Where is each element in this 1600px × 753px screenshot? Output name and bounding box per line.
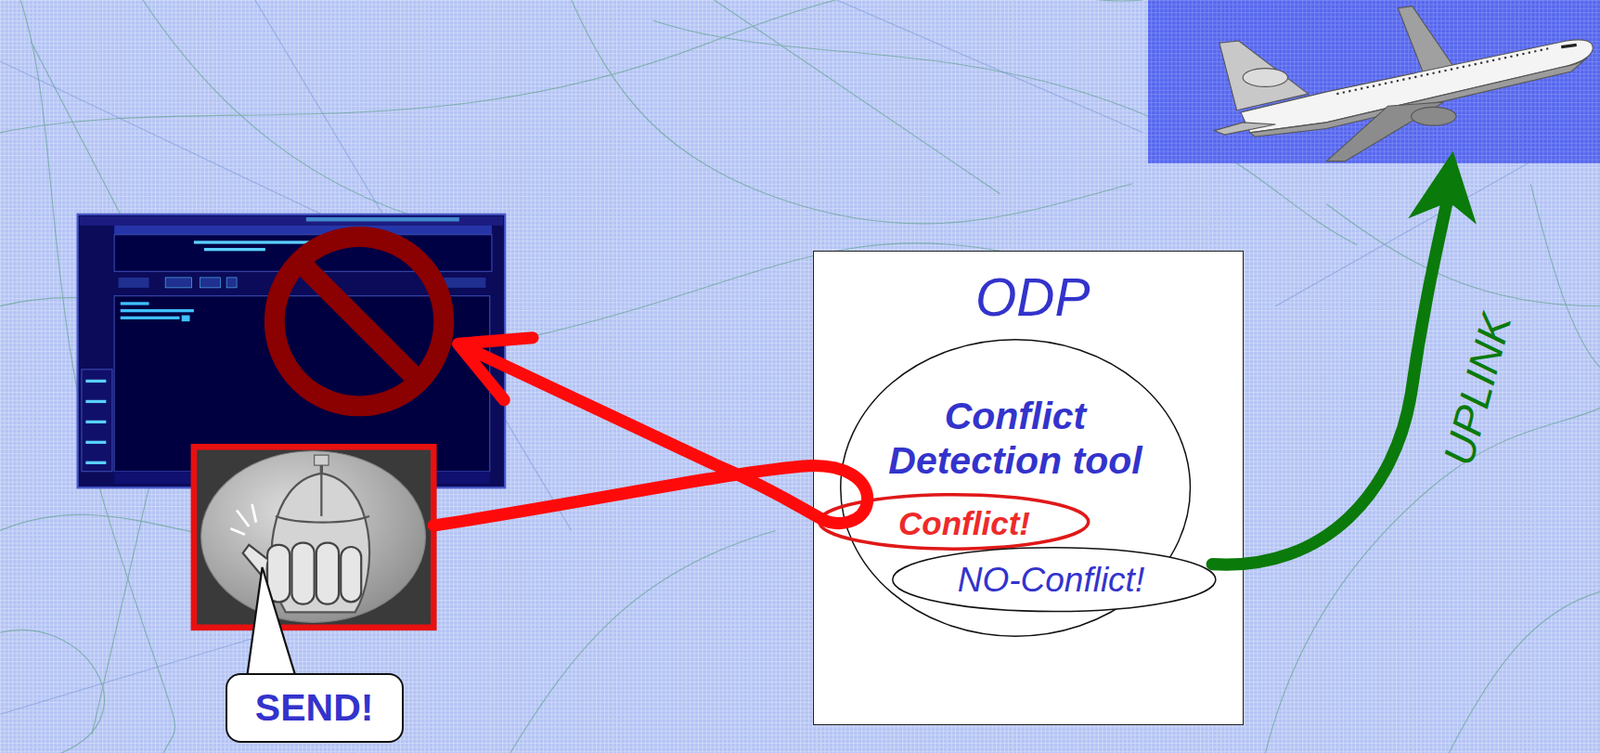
map-lines — [1264, 408, 1600, 753]
mouse-click-icon — [316, 542, 339, 605]
datalink-screen — [114, 225, 492, 235]
uplink-label: UPLINK — [1433, 309, 1522, 471]
datalink-screen — [81, 369, 113, 472]
airplane-illustration — [1561, 44, 1576, 47]
airplane-illustration — [1240, 39, 1593, 133]
uplink-arrow — [1212, 202, 1447, 566]
airplane-panel — [1148, 0, 1600, 164]
no-conflict-label: NO-Conflict! — [957, 560, 1145, 601]
map-lines — [0, 0, 1600, 714]
map-lines — [837, 0, 1144, 133]
odp-box: ODP Conflict Detection toolConflict! NO-Co… — [812, 250, 1244, 725]
map-lines — [510, 529, 776, 753]
map-lines — [142, 0, 491, 235]
airplane-illustration — [1242, 68, 1288, 88]
map-lines — [1448, 591, 1600, 753]
airplane-illustration — [1336, 48, 1551, 94]
callout-tail — [246, 567, 297, 678]
send-callout: SEND! — [225, 672, 404, 743]
no-conflict-ellipse: NO-Conflict! — [891, 546, 1217, 612]
reject-path — [458, 337, 533, 400]
datalink-screen — [226, 277, 237, 288]
airplane-illustration — [1397, 6, 1454, 75]
datalink-screen — [85, 379, 106, 383]
reject-path — [433, 349, 867, 526]
mouse-click-icon — [314, 454, 329, 465]
tool-ellipse: Conflict Detection toolConflict! NO-Confl… — [839, 338, 1191, 637]
ellipse-outline — [840, 339, 1191, 636]
map-lines — [714, 0, 1001, 194]
box-title: ODP — [975, 267, 1091, 329]
prohibition-symbol — [274, 236, 445, 406]
airplane-illustration — [1213, 6, 1593, 162]
ellipse-outline — [819, 493, 1089, 548]
uplink-arrow — [1407, 151, 1477, 225]
conflict-label: Conflict! — [898, 504, 1031, 542]
conflict-ellipse: Conflict! — [817, 492, 1090, 551]
datalink-screen — [200, 277, 221, 288]
map-lines — [1326, 204, 1600, 307]
datalink-screen — [85, 461, 106, 465]
mouse-click-icon — [193, 446, 434, 628]
datalink-screen — [120, 316, 181, 320]
mouse-click-icon — [291, 542, 314, 605]
tool-label: Conflict Detection tool — [885, 394, 1146, 482]
callout-text: SEND! — [255, 685, 375, 730]
datalink-screen — [120, 309, 194, 312]
mouse-click-icon — [275, 473, 370, 523]
mouse-click-icon — [201, 451, 426, 623]
prohibition-symbol — [298, 260, 420, 382]
reject-path — [433, 337, 867, 526]
datalink-screen — [85, 400, 106, 403]
airplane-illustration — [1250, 57, 1588, 138]
uplink-arrow — [1212, 151, 1477, 566]
airplane-panel — [1148, 0, 1600, 164]
datalink-screen — [120, 301, 150, 305]
mouse-click-icon — [340, 546, 362, 602]
datalink-screen — [85, 440, 106, 444]
datalink-screen — [79, 216, 504, 226]
mouse-click-icon — [320, 464, 323, 474]
datalink-screen — [204, 247, 266, 251]
prohibition-symbol — [274, 236, 445, 406]
map-lines — [0, 629, 104, 753]
map-lines — [1530, 183, 1600, 368]
map-lines — [571, 0, 1134, 224]
airplane-illustration — [1411, 106, 1457, 126]
callout-tail — [246, 567, 297, 678]
datalink-screen — [181, 315, 191, 323]
mouse-click-icon — [230, 503, 256, 535]
datalink-screen — [118, 277, 150, 288]
datalink-screen — [85, 420, 106, 424]
mouse-click-icon — [193, 446, 434, 628]
datalink-screen — [165, 277, 193, 288]
airplane-illustration — [1213, 122, 1276, 135]
datalink-screen — [306, 217, 460, 221]
ellipse-outline — [892, 547, 1216, 612]
